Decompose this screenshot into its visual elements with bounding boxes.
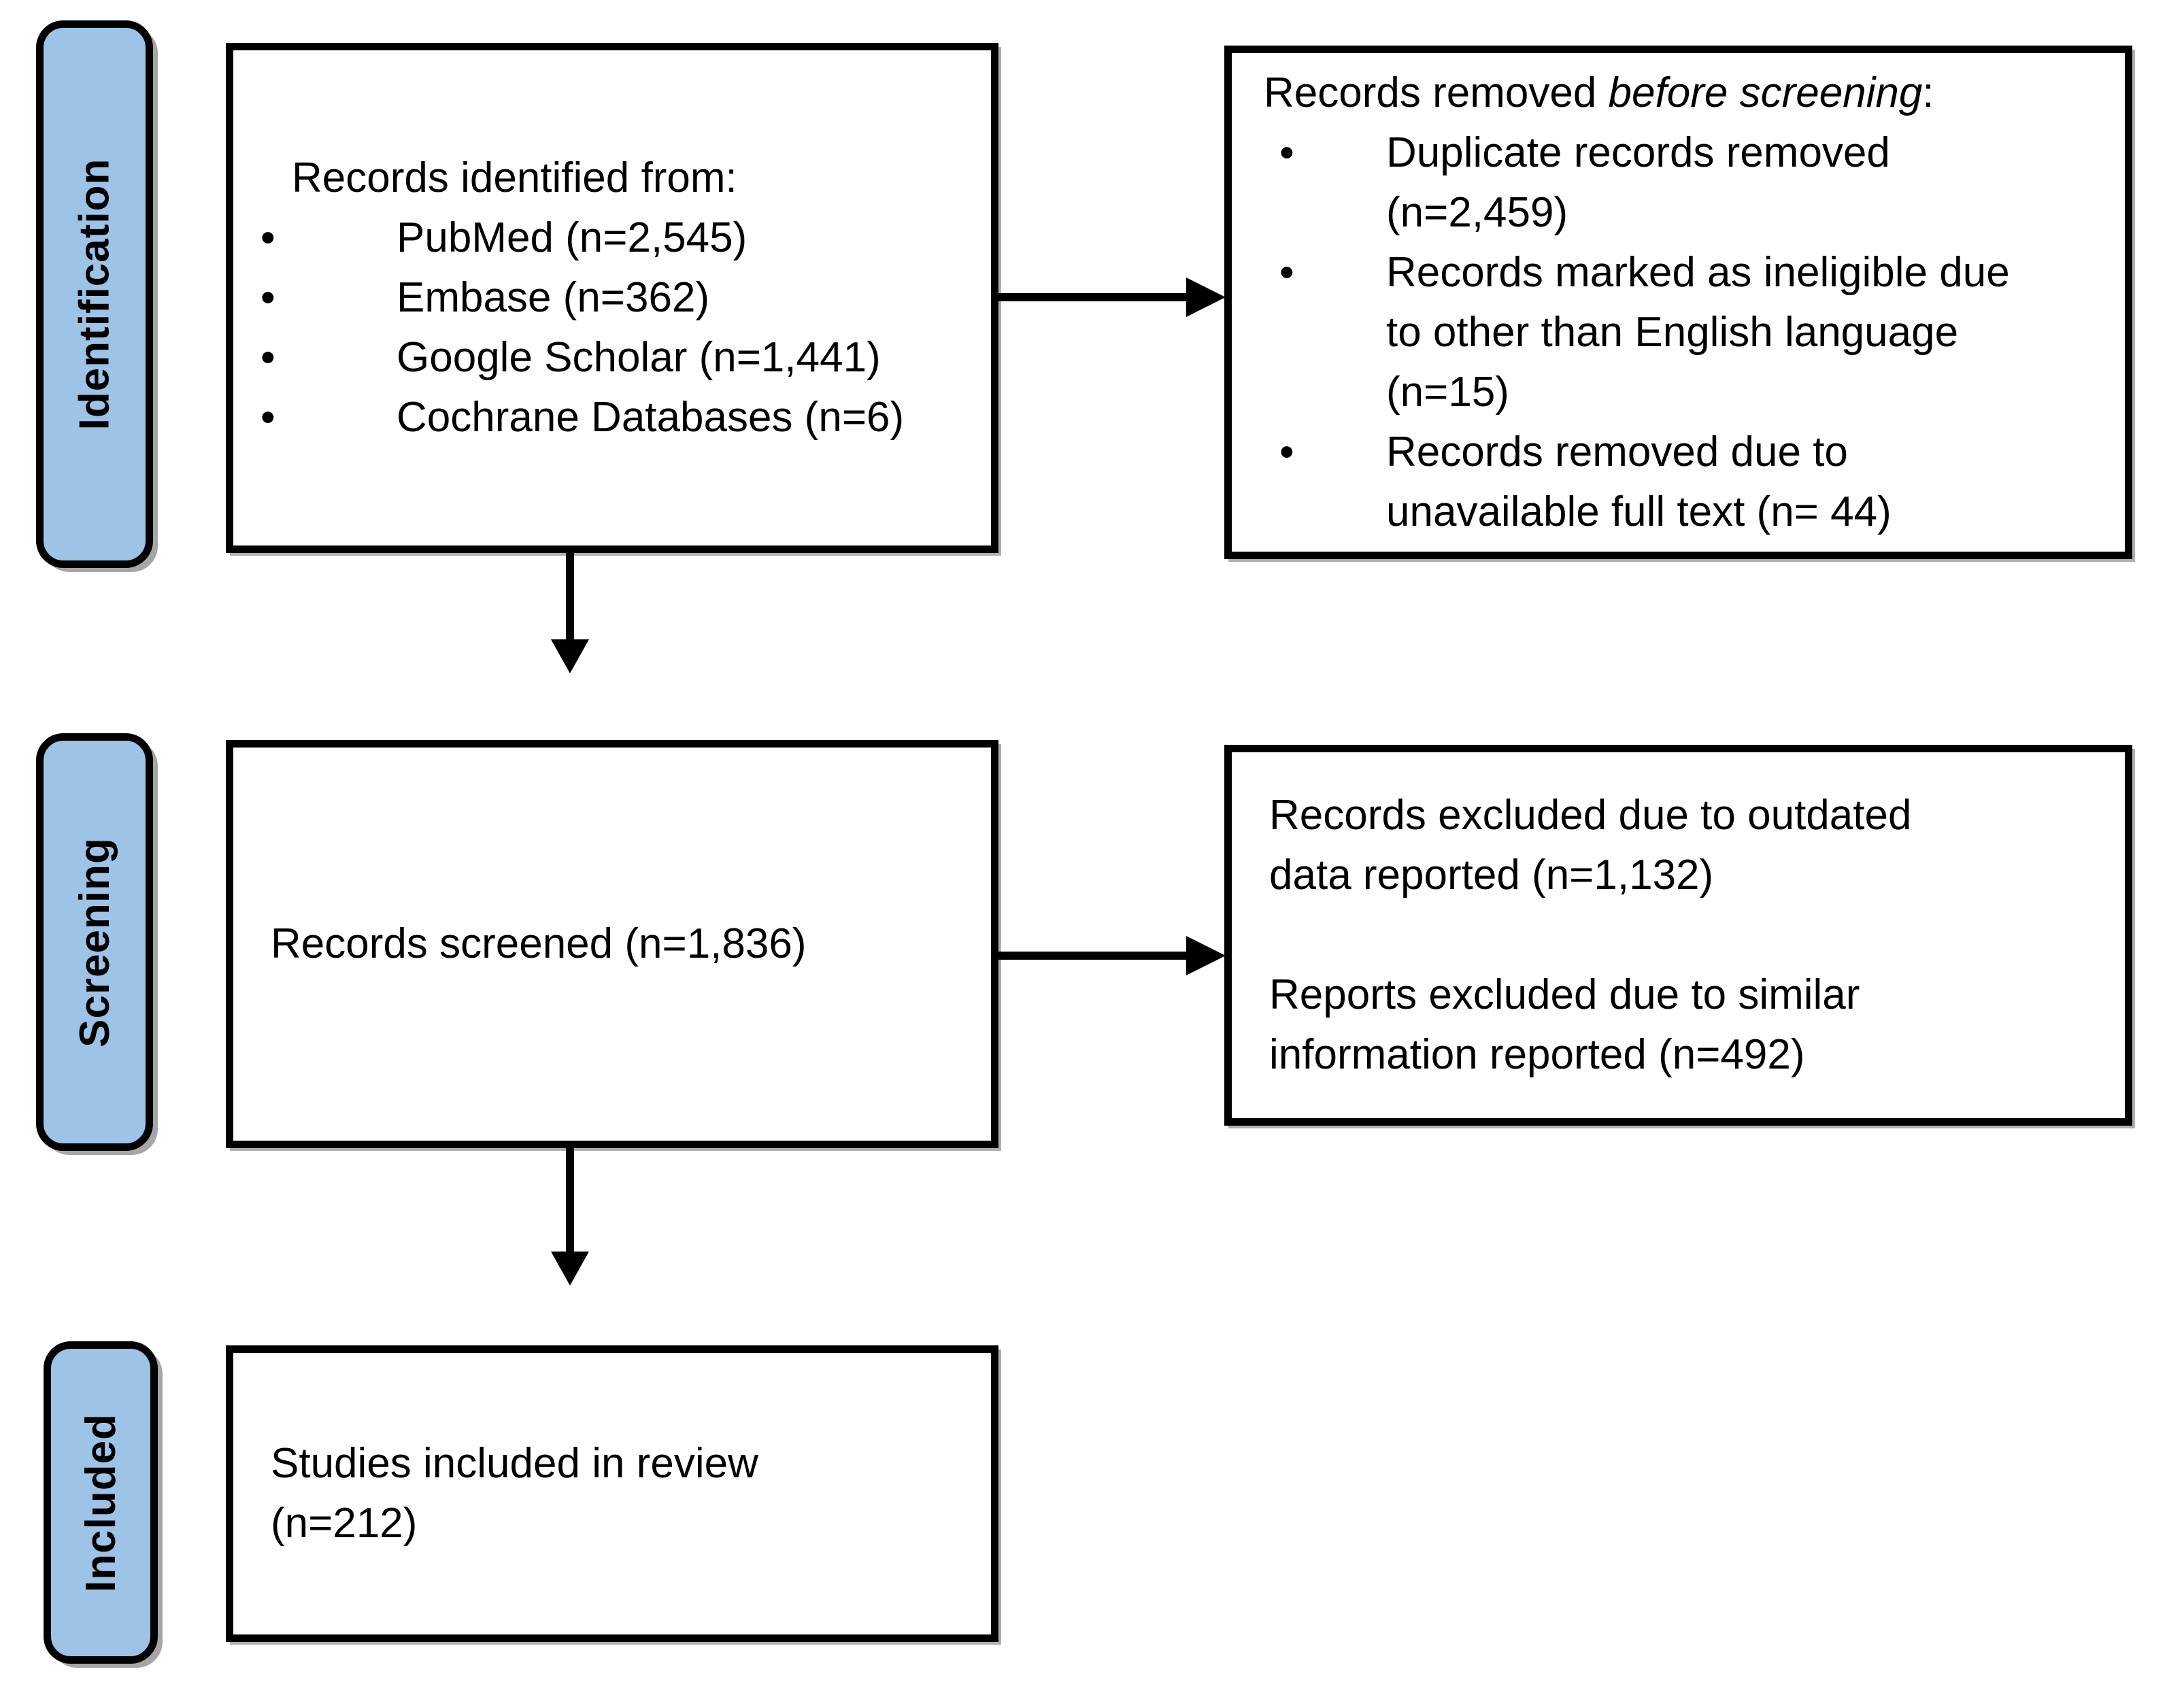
list-item-text: Cochrane Databases (n=6) <box>397 394 905 441</box>
arrow-right-head-icon <box>1186 936 1226 975</box>
excluded-paragraph: Reports excluded due to similar informat… <box>1269 971 1860 1078</box>
bullet-icon: • <box>261 214 275 261</box>
list-item: • PubMed (n=2,545) <box>233 208 991 268</box>
stage-label-text: Identification <box>71 158 118 431</box>
box-records-identified: Records identified from: • PubMed (n=2,5… <box>226 43 998 553</box>
records-removed-list: • Duplicate records removed (n=2,459) • … <box>1232 123 2125 542</box>
records-screened-text: Records screened (n=1,836) <box>271 920 807 967</box>
box-records-removed: Records removed before screening: • Dupl… <box>1224 46 2132 559</box>
title-prefix: Records removed <box>1264 69 1609 116</box>
bullet-icon: • <box>1279 248 1294 296</box>
list-item: • Embase (n=362) <box>233 268 991 328</box>
list-item: • Google Scholar (n=1,441) <box>233 328 991 388</box>
bullet-icon: • <box>261 274 275 321</box>
list-item-text: Records removed due to unavailable full … <box>1386 428 1892 535</box>
stage-label-included: Included <box>44 1341 158 1664</box>
list-item-text: Records marked as ineligible due to othe… <box>1386 248 2010 416</box>
title-italic: before screening <box>1608 69 1923 116</box>
arrow-down-head-icon <box>551 639 589 673</box>
bullet-icon: • <box>1279 428 1294 475</box>
list-item-text: Duplicate records removed (n=2,459) <box>1386 129 1890 236</box>
list-item-text: Google Scholar (n=1,441) <box>397 334 881 381</box>
stage-label-identification: Identification <box>36 20 153 568</box>
list-item: • Records removed due to unavailable ful… <box>1232 422 2125 542</box>
arrow-screened-to-excluded-shaft <box>998 952 1189 960</box>
list-item: • Records marked as ineligible due to ot… <box>1232 243 2125 422</box>
box-records-excluded: Records excluded due to outdated data re… <box>1224 745 2132 1126</box>
studies-included-text: Studies included in review (n=212) <box>271 1440 758 1547</box>
stage-label-text: Included <box>77 1413 124 1592</box>
arrow-identified-to-screened-shaft <box>566 553 574 643</box>
list-item-text: PubMed (n=2,545) <box>397 214 747 261</box>
excluded-paragraph: Records excluded due to outdated data re… <box>1269 792 1912 899</box>
list-item-text: Embase (n=362) <box>397 274 710 321</box>
list-item: • Duplicate records removed (n=2,459) <box>1232 123 2125 243</box>
records-identified-title: Records identified from: <box>292 154 737 201</box>
records-removed-title: Records removed before screening: <box>1232 63 2125 123</box>
bullet-icon: • <box>261 334 275 381</box>
arrow-right-head-icon <box>1186 278 1226 317</box>
bullet-icon: • <box>1279 129 1294 176</box>
arrow-identified-to-removed-shaft <box>998 293 1189 301</box>
stage-label-screening: Screening <box>36 733 153 1151</box>
records-identified-list: • PubMed (n=2,545) • Embase (n=362) • Go… <box>233 208 991 448</box>
box-records-screened: Records screened (n=1,836) <box>226 740 998 1148</box>
list-item: • Cochrane Databases (n=6) <box>233 388 991 448</box>
arrow-down-head-icon <box>551 1252 589 1286</box>
title-suffix: : <box>1922 69 1934 116</box>
arrow-screened-to-included-shaft <box>566 1147 574 1254</box>
stage-label-text: Screening <box>71 837 118 1047</box>
bullet-icon: • <box>261 394 275 441</box>
box-studies-included: Studies included in review (n=212) <box>226 1345 998 1642</box>
